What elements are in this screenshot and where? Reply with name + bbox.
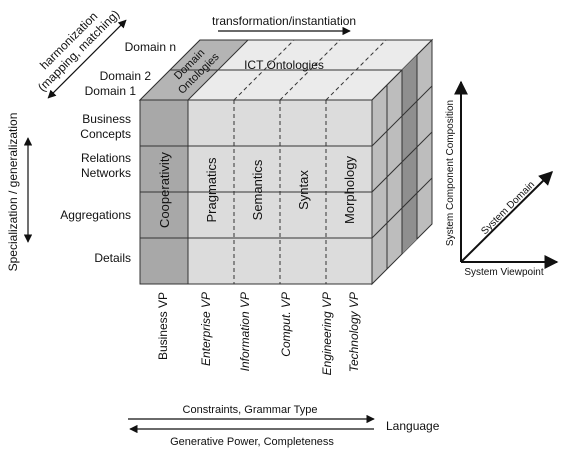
language-block: Constraints, Grammar Type Generative Pow… — [128, 404, 440, 448]
row-label-aggregations: Aggregations — [60, 208, 131, 222]
column-label-cooperativity: Cooperativity — [157, 152, 172, 228]
viewpoint-label-comput-vp: Comput. VP — [279, 292, 293, 357]
axis-diagonal — [460, 171, 553, 263]
viewpoint-labels: Business VP Enterprise VP Information VP Co… — [156, 292, 361, 375]
language-label: Language — [386, 419, 440, 433]
constraints-label: Constraints, Grammar Type — [183, 404, 318, 416]
column-label-pragmatics: Pragmatics — [204, 157, 219, 223]
row-label-business-concepts-1: Business — [82, 112, 131, 126]
system-axes: System Component Composition System Doma… — [445, 80, 559, 278]
specialization-generalization-label: Specialization / generalization — [6, 113, 20, 272]
viewpoint-label-enterprise-vp: Enterprise VP — [199, 292, 213, 366]
viewpoint-label-business-vp: Business VP — [156, 292, 170, 360]
row-label-relations-networks-2: Networks — [81, 166, 131, 180]
generative-power-label: Generative Power, Completeness — [170, 436, 334, 448]
domain-n-label: Domain n — [125, 40, 176, 54]
axis-vertical-label: System Component Composition — [445, 100, 456, 246]
axis-diagonal-label: System Domain — [479, 179, 537, 237]
row-label-relations-networks-1: Relations — [81, 151, 131, 165]
ict-ontologies-label: ICT Ontologies — [244, 58, 324, 72]
row-label-details: Details — [94, 251, 131, 265]
column-label-semantics: Semantics — [250, 159, 265, 220]
column-labels: Cooperativity Pragmatics Semantics Syntax Mo… — [157, 152, 357, 228]
row-label-business-concepts-2: Concepts — [80, 127, 131, 141]
column-label-syntax: Syntax — [296, 170, 311, 210]
viewpoint-label-engineering-vp: Engineering VP — [320, 292, 334, 375]
domain-2-label: Domain 2 — [100, 69, 152, 83]
column-label-morphology: Morphology — [342, 156, 357, 224]
cube-grid-lines — [140, 39, 433, 284]
viewpoint-label-information-vp: Information VP — [238, 292, 252, 371]
viewpoint-label-technology-vp: Technology VP — [347, 292, 361, 372]
transformation-instantiation-label: transformation/instantiation — [212, 14, 356, 28]
harmonization-arrow — [47, 19, 127, 99]
domain-1-label: Domain 1 — [85, 84, 137, 98]
row-labels: Business Concepts Relations Networks Agg… — [60, 112, 131, 265]
axis-horizontal-label: System Viewpoint — [464, 267, 544, 278]
